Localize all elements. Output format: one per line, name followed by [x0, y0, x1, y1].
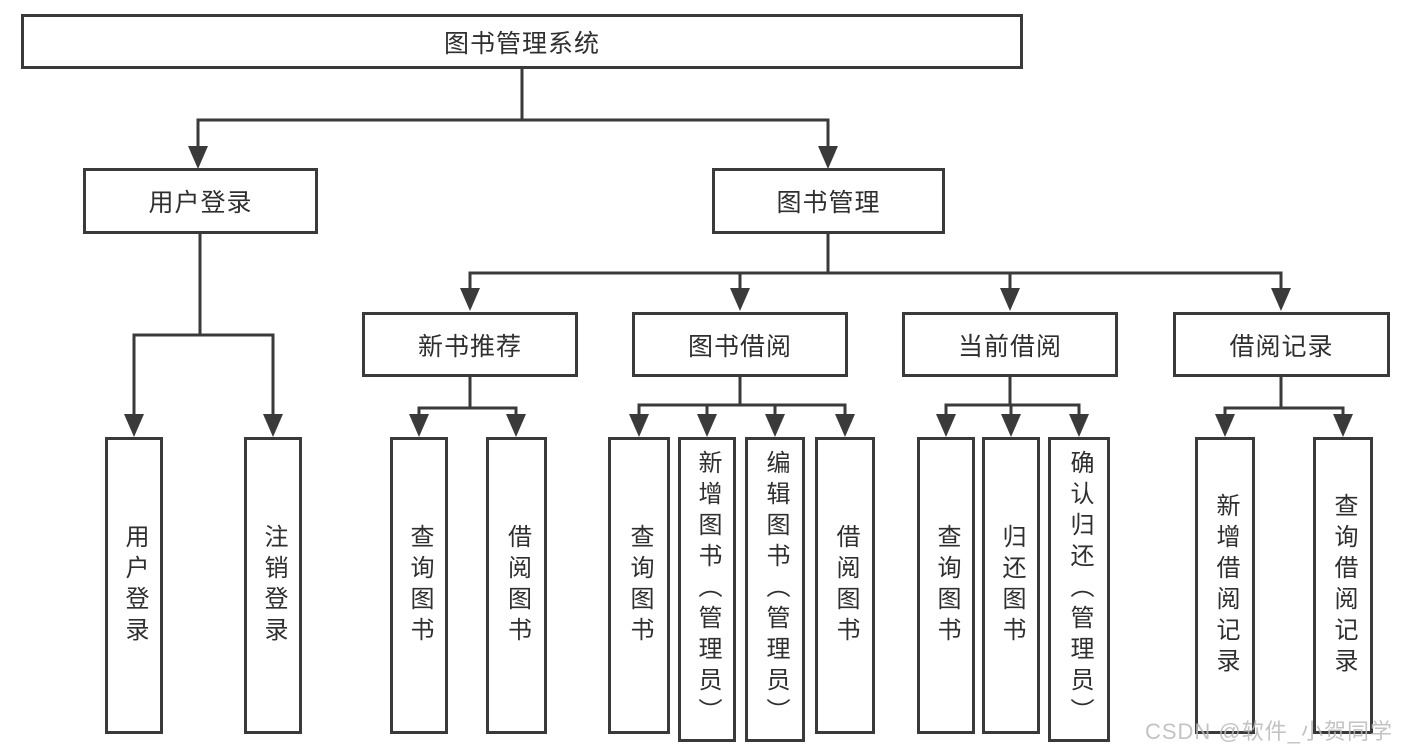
leaf-logout: 注销登录	[244, 437, 302, 734]
leaf-edit-books-admin: 编辑图书（管理员）	[745, 437, 805, 742]
leaf-add-books-admin: 新增图书（管理员）	[678, 437, 736, 742]
leaf-confirm-return-admin: 确认归还（管理员）	[1048, 437, 1110, 742]
leaf-user-login: 用户登录	[105, 437, 163, 734]
leaf-query-books-under-borrowing: 查询图书	[608, 437, 670, 734]
node-new-book-recommendation: 新书推荐	[362, 312, 578, 377]
leaf-query-books-under-recommend: 查询图书	[390, 437, 448, 734]
node-book-management: 图书管理	[712, 168, 945, 234]
node-library-management-system: 图书管理系统	[21, 14, 1023, 69]
node-borrowing-records: 借阅记录	[1173, 312, 1390, 377]
node-user-login: 用户登录	[83, 168, 318, 234]
leaf-borrow-books-under-borrowing: 借阅图书	[815, 437, 875, 734]
leaf-query-books-under-current: 查询图书	[917, 437, 975, 734]
node-current-borrowing: 当前借阅	[902, 312, 1118, 377]
node-book-borrowing: 图书借阅	[632, 312, 848, 377]
leaf-borrow-books-under-recommend: 借阅图书	[486, 437, 547, 734]
leaf-add-borrow-record: 新增借阅记录	[1195, 437, 1255, 734]
leaf-query-borrow-record: 查询借阅记录	[1313, 437, 1373, 734]
leaf-return-books: 归还图书	[982, 437, 1040, 734]
